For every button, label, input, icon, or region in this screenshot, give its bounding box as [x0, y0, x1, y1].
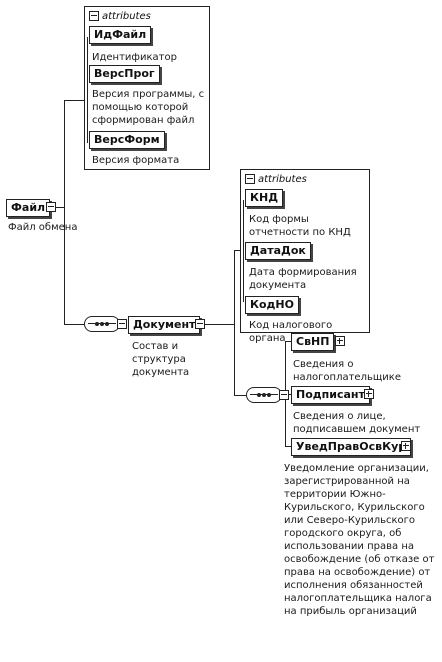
connector-line	[64, 100, 65, 324]
connector-line	[234, 395, 246, 396]
element-document[interactable]: Документ	[128, 316, 201, 334]
collapse-icon[interactable]	[195, 319, 205, 329]
expand-icon[interactable]	[335, 336, 345, 346]
sequence-dot	[95, 322, 99, 326]
sequence-compositor-icon[interactable]	[246, 387, 282, 403]
collapse-icon[interactable]	[89, 11, 99, 21]
connector-line	[64, 324, 84, 325]
attributes-spine	[87, 37, 88, 143]
element-svnp[interactable]: СвНП	[291, 333, 335, 351]
sequence-dot	[262, 393, 266, 397]
attribute-datadok-description: Дата формирования документа	[249, 267, 357, 291]
attribute-knd[interactable]: КНД	[245, 189, 283, 207]
attributes-label: attributes	[258, 174, 307, 185]
attribute-versprog[interactable]: ВерсПрог	[89, 65, 160, 83]
collapse-icon[interactable]	[46, 202, 56, 212]
connector-line	[234, 250, 235, 395]
attribute-kodno[interactable]: КодНО	[245, 296, 299, 314]
attributes-header[interactable]: attributes	[89, 10, 151, 24]
attributes-spine	[243, 200, 244, 302]
sequence-dot	[267, 393, 271, 397]
element-uvedpravosvkur[interactable]: УведПравОсвКур	[291, 438, 412, 456]
expand-icon[interactable]	[401, 441, 411, 451]
sequence-dot	[105, 322, 109, 326]
element-svnp-description: Сведения о налогоплательщике	[293, 359, 401, 383]
element-podpisant[interactable]: Подписант	[291, 386, 370, 404]
attribute-idfile[interactable]: ИдФайл	[89, 26, 152, 44]
sequence-dot	[100, 322, 104, 326]
collapse-icon[interactable]	[117, 319, 127, 329]
attributes-header[interactable]: attributes	[245, 173, 307, 187]
element-uvedpravosvkur-description: Уведомление организации, зарегистрирован…	[284, 463, 435, 617]
attribute-knd-description: Код формы отчетности по КНД	[249, 214, 351, 238]
element-podpisant-description: Сведения о лице, подписавшем документ	[293, 411, 421, 435]
connector-line	[56, 207, 65, 208]
attribute-versform-description: Версия формата	[92, 155, 180, 166]
attribute-datadok[interactable]: ДатаДок	[245, 242, 311, 260]
attributes-label: attributes	[102, 11, 151, 22]
connector-line	[64, 100, 84, 101]
connector-line	[285, 446, 291, 447]
connector-line	[285, 341, 291, 342]
collapse-icon[interactable]	[245, 174, 255, 184]
collapse-icon[interactable]	[279, 390, 289, 400]
element-document-description: Состав и структура документа	[132, 341, 190, 378]
attribute-kodno-description: Код налогового органа	[249, 320, 333, 344]
expand-icon[interactable]	[364, 389, 374, 399]
sequence-compositor-icon[interactable]	[84, 316, 120, 332]
root-element-description: Файл обмена	[8, 222, 78, 233]
attribute-versprog-description: Версия программы, с помощью которой сфор…	[92, 89, 205, 126]
connector-line	[205, 324, 235, 325]
sequence-dot	[257, 393, 261, 397]
root-element-file[interactable]: Файл	[6, 199, 51, 217]
connector-line	[234, 250, 240, 251]
attribute-versform[interactable]: ВерсФорм	[89, 131, 165, 149]
